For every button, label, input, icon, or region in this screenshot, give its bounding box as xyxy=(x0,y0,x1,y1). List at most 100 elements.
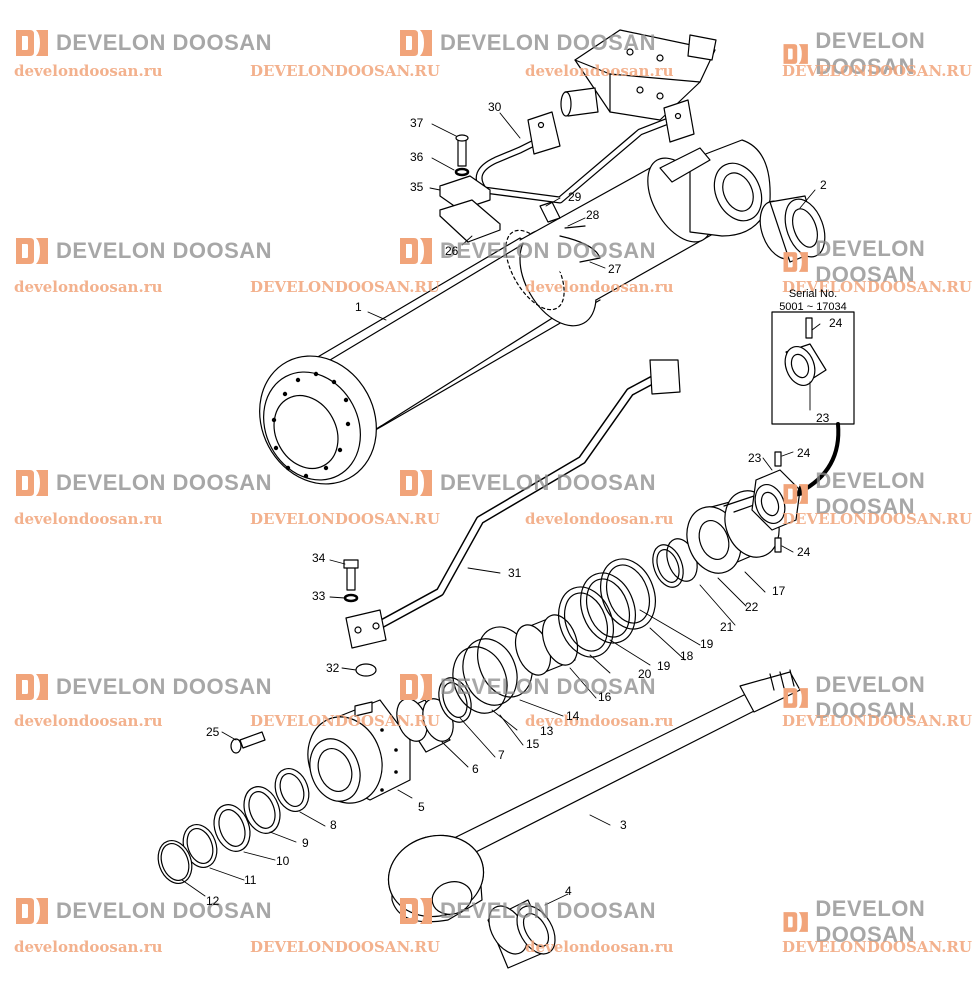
part-label-15: 15 xyxy=(526,737,540,751)
part-label-12: 12 xyxy=(206,894,220,908)
bolt-34-washer-33 xyxy=(343,559,359,603)
serial-note: Serial No. 5001 ~ 17034 xyxy=(776,288,850,314)
pipe-31 xyxy=(345,359,681,649)
serial-note-line2: 5001 ~ 17034 xyxy=(779,301,847,313)
part-label-31: 31 xyxy=(508,566,522,580)
watermark-text: DEVELON DOOSAN xyxy=(440,470,657,495)
part-label-24-top: 24 xyxy=(797,446,811,460)
cylinder-tube xyxy=(259,139,771,485)
develon-logo-icon xyxy=(16,674,48,700)
watermark-text: DEVELON DOOSAN xyxy=(440,898,657,923)
part-label-5: 5 xyxy=(418,800,425,814)
develon-logo-icon xyxy=(400,238,432,264)
part-label-8: 8 xyxy=(330,818,337,832)
watermark-text: DEVELON DOOSAN xyxy=(815,236,926,287)
part-label-19b: 19 xyxy=(657,659,671,673)
bushing-2 xyxy=(759,195,826,263)
watermark-url: DEVELONDOOSAN.RU xyxy=(782,712,972,730)
part-label-34: 34 xyxy=(312,551,326,565)
watermark-brand: DEVELON DOOSAN xyxy=(14,236,272,266)
part-label-3: 3 xyxy=(620,818,627,832)
develon-logo-icon xyxy=(16,238,48,264)
seals-8-12 xyxy=(157,768,310,884)
part-label-29: 29 xyxy=(568,190,582,204)
pipe-30 xyxy=(475,99,695,204)
part-label-35: 35 xyxy=(410,180,424,194)
watermark-text: DEVELON DOOSAN xyxy=(815,896,926,947)
part-label-24-bottom: 24 xyxy=(797,545,811,559)
watermark-url: develondoosan.ru xyxy=(14,62,163,80)
watermark-text: DEVELON DOOSAN xyxy=(815,28,926,79)
watermark-brand: DEVELON DOOSAN xyxy=(398,672,656,702)
part-label-7: 7 xyxy=(498,748,505,762)
part-label-18: 18 xyxy=(680,649,694,663)
develon-logo-icon xyxy=(783,44,808,64)
watermark-brand: DEVELON DOOSAN xyxy=(398,468,656,498)
leader-lines xyxy=(181,112,821,906)
watermark-brand: DEVELON DOOSAN xyxy=(782,672,980,724)
watermark-url: develondoosan.ru xyxy=(14,938,163,956)
o-ring-32 xyxy=(355,663,377,677)
gland-head-5 xyxy=(307,699,411,804)
watermark-url: DEVELONDOOSAN.RU xyxy=(250,712,440,730)
part-label-4: 4 xyxy=(565,884,572,898)
develon-logo-icon xyxy=(16,30,48,56)
develon-logo-icon xyxy=(783,252,808,272)
rings-13-16 xyxy=(452,614,579,714)
serial-inset xyxy=(771,311,855,497)
watermark-brand: DEVELON DOOSAN xyxy=(14,468,272,498)
watermark-url: develondoosan.ru xyxy=(525,510,674,528)
develon-logo-icon xyxy=(783,912,808,932)
watermark-text: DEVELON DOOSAN xyxy=(56,898,273,923)
watermark-url: DEVELONDOOSAN.RU xyxy=(250,278,440,296)
part-label-30: 30 xyxy=(488,100,502,114)
watermark-brand: DEVELON DOOSAN xyxy=(782,28,980,80)
part-label-10: 10 xyxy=(276,854,290,868)
develon-logo-icon xyxy=(400,470,432,496)
watermark-url: develondoosan.ru xyxy=(525,278,674,296)
part-label-28: 28 xyxy=(586,208,600,222)
watermark-text: DEVELON DOOSAN xyxy=(56,30,273,55)
watermark-brand: DEVELON DOOSAN xyxy=(782,468,980,520)
seals-18-20 xyxy=(558,558,656,658)
bolt-25 xyxy=(230,731,266,754)
watermark-url: DEVELONDOOSAN.RU xyxy=(782,62,972,80)
watermark-text: DEVELON DOOSAN xyxy=(440,30,657,55)
watermark-text: DEVELON DOOSAN xyxy=(440,674,657,699)
watermark-text: DEVELON DOOSAN xyxy=(56,674,273,699)
part-label-27: 27 xyxy=(608,262,622,276)
watermark-url: DEVELONDOOSAN.RU xyxy=(250,62,440,80)
clamp-parts xyxy=(439,134,501,243)
part-label-16: 16 xyxy=(598,690,612,704)
band-clamp xyxy=(539,201,601,263)
develon-logo-icon xyxy=(400,30,432,56)
part-label-19a: 19 xyxy=(700,637,714,651)
part-label-17: 17 xyxy=(772,584,786,598)
watermark-brand: DEVELON DOOSAN xyxy=(782,236,980,288)
part-label-21: 21 xyxy=(720,620,734,634)
watermark-text: DEVELON DOOSAN xyxy=(815,672,926,723)
part-label-26: 26 xyxy=(445,244,459,258)
bushing-4 xyxy=(487,899,556,969)
part-label-23-inset: 23 xyxy=(816,411,830,425)
part-label-11: 11 xyxy=(244,873,257,887)
part-label-20: 20 xyxy=(638,667,652,681)
develon-logo-icon xyxy=(16,470,48,496)
part-label-25: 25 xyxy=(206,725,220,739)
part-label-23: 23 xyxy=(748,451,762,465)
watermark-brand: DEVELON DOOSAN xyxy=(398,28,656,58)
part-label-32: 32 xyxy=(326,661,340,675)
watermark-url: DEVELONDOOSAN.RU xyxy=(782,938,972,956)
watermark-url: DEVELONDOOSAN.RU xyxy=(782,278,972,296)
watermark-url: develondoosan.ru xyxy=(525,938,674,956)
watermark-url: DEVELONDOOSAN.RU xyxy=(250,938,440,956)
part-label-9: 9 xyxy=(302,836,309,850)
watermark-text: DEVELON DOOSAN xyxy=(56,238,273,263)
part-label-37: 37 xyxy=(410,116,424,130)
watermark-text: DEVELON DOOSAN xyxy=(440,238,657,263)
watermark-text: DEVELON DOOSAN xyxy=(815,468,926,519)
part-label-1: 1 xyxy=(355,300,362,314)
valve-block xyxy=(560,29,717,121)
